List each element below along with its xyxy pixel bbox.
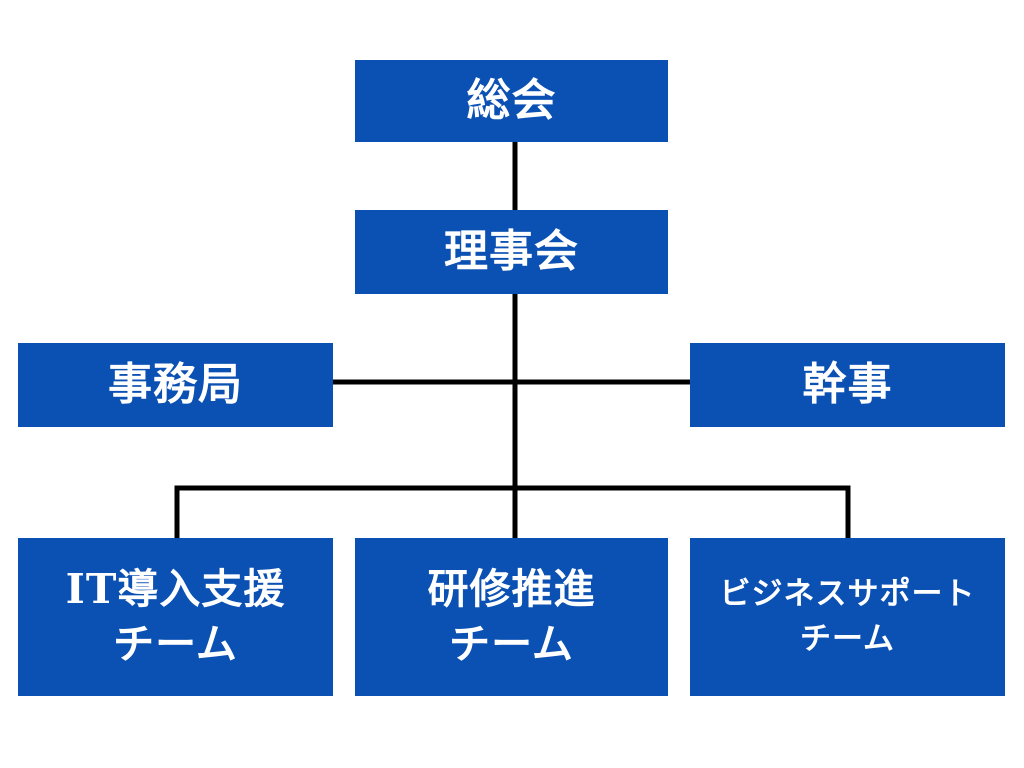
team-label-line1: 研修推進	[427, 564, 596, 613]
team-label-line2: チーム	[113, 620, 238, 668]
team-label-line2: チーム	[799, 621, 896, 657]
secretariat-label: 事務局	[108, 358, 243, 410]
officers-box: 幹事	[690, 343, 1005, 427]
team-box-training: 研修推進 チーム	[355, 538, 668, 696]
team-box-it-support: IT導入支援 チーム	[18, 538, 333, 696]
secretariat-box: 事務局	[18, 343, 333, 427]
officers-label: 幹事	[802, 358, 893, 410]
team-label-line1: IT導入支援	[65, 564, 286, 613]
team-label-line2: チーム	[449, 620, 574, 668]
team-box-business-support: ビジネスサポート チーム	[690, 538, 1005, 696]
team-label-line1: ビジネスサポート	[719, 576, 976, 613]
board-label: 理事会	[444, 225, 579, 277]
general-assembly-box: 総会	[355, 60, 668, 142]
board-box: 理事会	[355, 210, 668, 294]
general-assembly-label: 総会	[466, 74, 557, 126]
